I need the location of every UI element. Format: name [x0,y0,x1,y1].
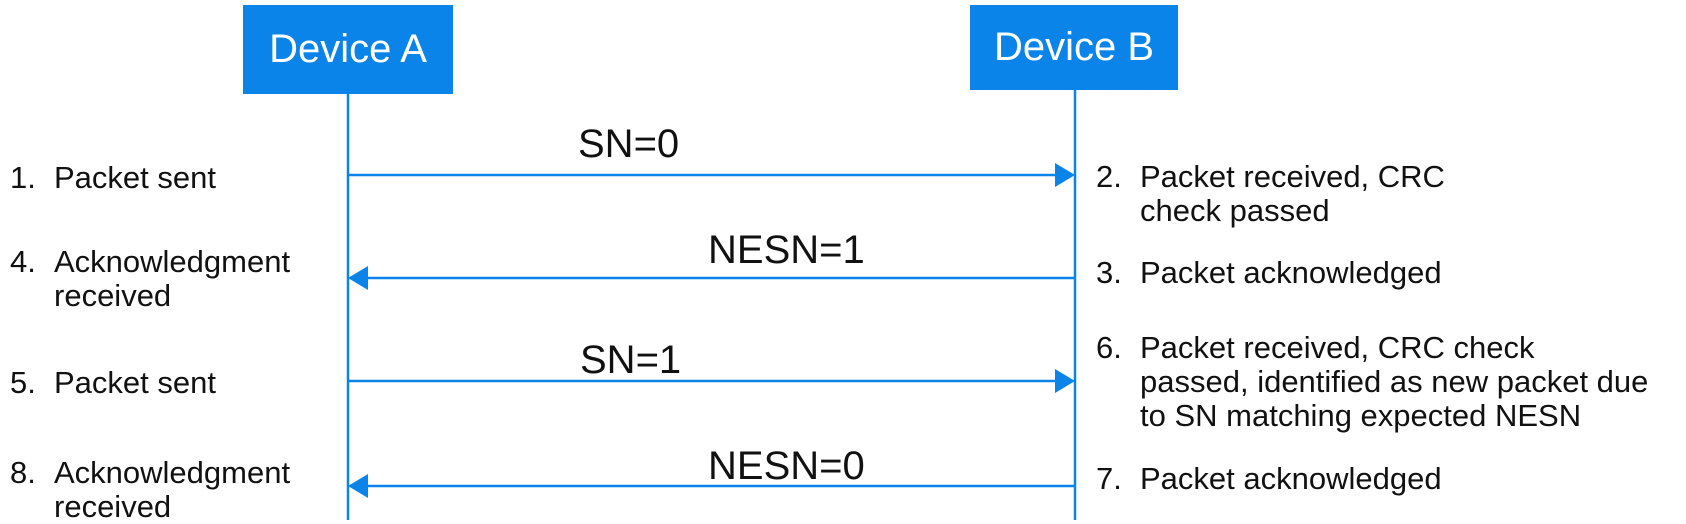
message-label-sn-1: SN=1 [580,338,682,382]
step-text: Packet sent [54,160,216,195]
message-label-nesn-0: NESN=0 [708,444,865,488]
message-label-nesn-1: NESN=1 [708,228,865,272]
step-number: 1. [10,160,36,195]
step-number: 3. [1096,255,1122,290]
step-text: Packet sent [54,365,216,400]
step-text: Acknowledgment received [54,455,291,524]
arrow-sn-1 [348,369,1075,393]
step-text: Packet received, CRC check passed, ident… [1140,330,1649,433]
device-a-box: Device A [243,5,453,94]
step-number: 8. [10,455,36,490]
step-number: 4. [10,244,36,279]
arrow-nesn-1 [348,266,1075,290]
device-b-box: Device B [970,5,1178,90]
arrow-sn-0 [348,163,1075,187]
step-number: 5. [10,365,36,400]
device-b-label: Device B [993,25,1155,69]
step-text: Packet acknowledged [1140,461,1442,496]
arrow-nesn-0 [348,474,1075,498]
device-a-label: Device A [269,27,427,71]
step-text: Acknowledgment received [54,244,291,313]
step-number: 2. [1096,159,1122,194]
step-number: 6. [1096,330,1122,365]
message-label-sn-0: SN=0 [578,122,680,166]
step-text: Packet received, CRC check passed [1140,159,1445,228]
step-number: 7. [1096,461,1122,496]
step-text: Packet acknowledged [1140,255,1442,290]
